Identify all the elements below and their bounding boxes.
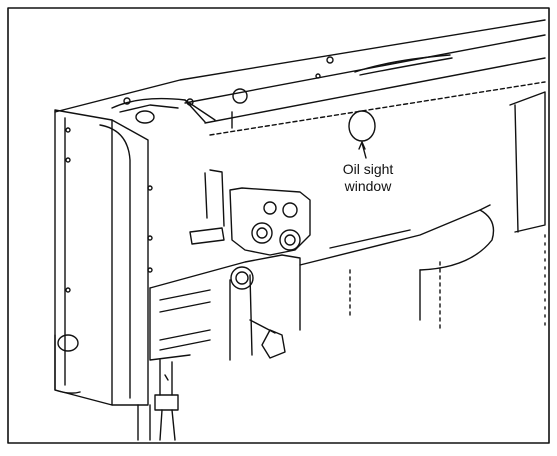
callout-line-1: Oil sight <box>342 161 394 177</box>
oil-sight-window-callout: Oil sight window <box>313 161 423 195</box>
figure-border <box>7 7 550 444</box>
machine-arm <box>54 19 546 136</box>
thread-tension-assembly <box>149 169 311 361</box>
needle-bar <box>137 359 179 441</box>
callout-line-2: window <box>344 178 392 194</box>
face-plate-cover <box>54 109 153 406</box>
machine-arm-body <box>299 91 546 331</box>
machine-head-top <box>111 97 216 124</box>
oil-sight-window <box>348 110 376 159</box>
